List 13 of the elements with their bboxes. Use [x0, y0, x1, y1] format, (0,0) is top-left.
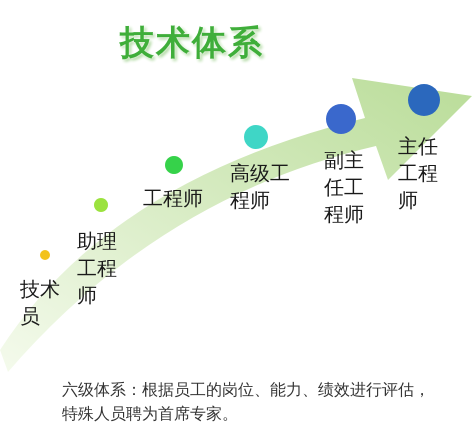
level-label: 主任工程师	[398, 133, 439, 214]
level-label: 副主任工程师	[324, 147, 365, 228]
level-label: 助理工程师	[77, 228, 118, 309]
circle-marker	[94, 198, 108, 212]
circle-marker	[244, 125, 268, 149]
caption: 六级体系：根据员工的岗位、能力、绩效进行评估，特殊人员聘为首席专家。	[62, 379, 431, 425]
circle-marker	[40, 250, 50, 260]
level-label: 技术员	[20, 276, 61, 330]
title: 技术体系	[120, 22, 264, 65]
circle-marker	[326, 104, 356, 134]
level-label: 高级工程师	[230, 160, 291, 214]
level-label: 工程师	[143, 185, 204, 212]
circle-marker	[165, 156, 183, 174]
